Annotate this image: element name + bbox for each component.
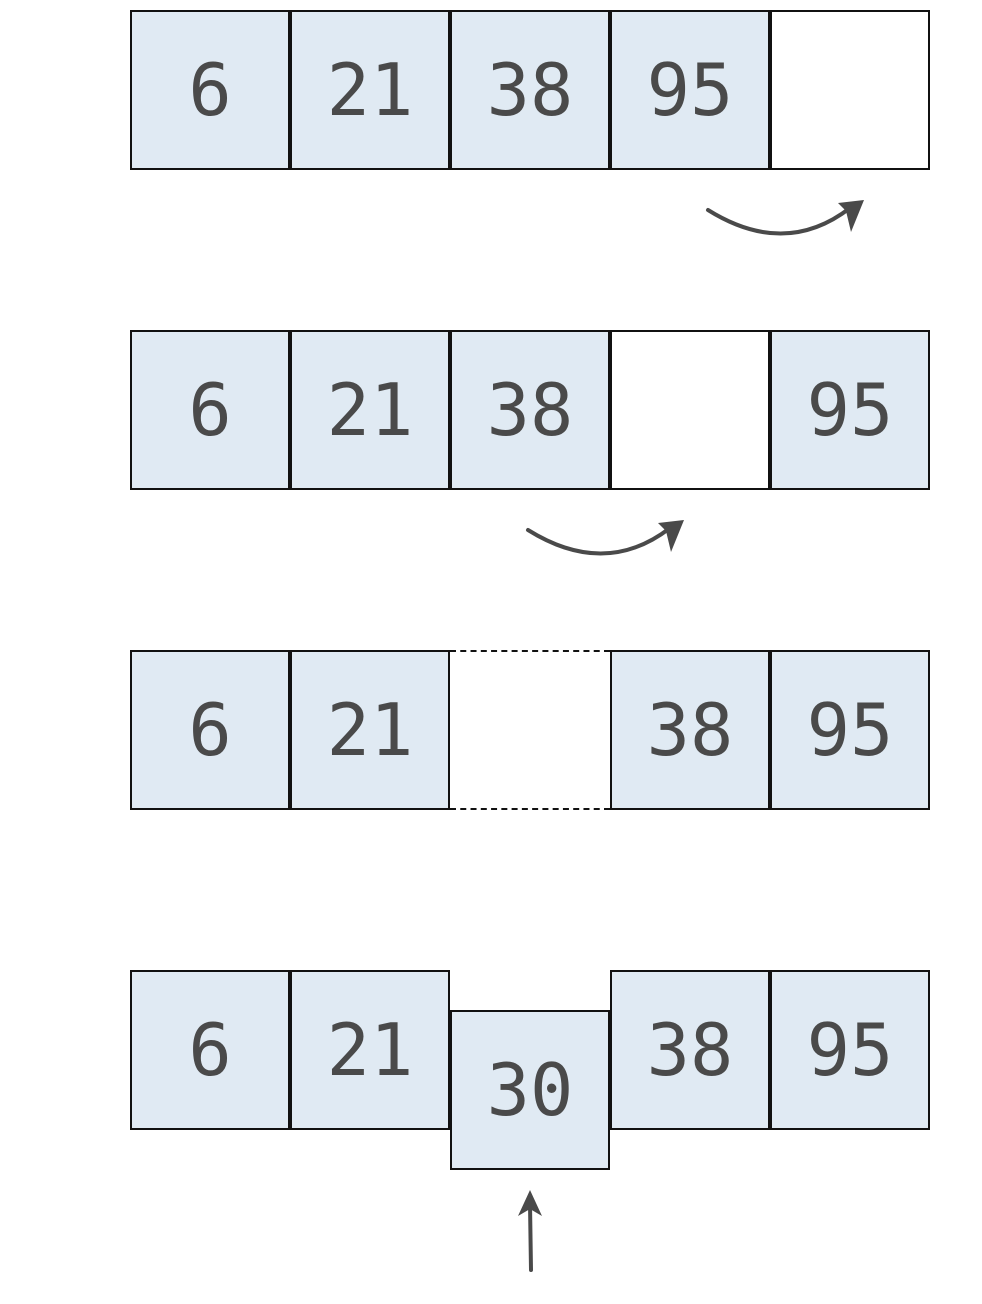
array-cell: 38 — [610, 970, 770, 1130]
array-cell: 95 — [610, 10, 770, 170]
array-cell: 21 — [290, 330, 450, 490]
inserted-cell: 30 — [450, 1010, 610, 1170]
array-cell: 21 — [290, 10, 450, 170]
empty-cell — [610, 330, 770, 490]
array-cell: 95 — [770, 970, 930, 1130]
array-cell: 6 — [130, 330, 290, 490]
array-cell: 21 — [290, 970, 450, 1130]
array-cell: 6 — [130, 10, 290, 170]
array-cell: 6 — [130, 650, 290, 810]
up-arrow-icon — [518, 1190, 542, 1272]
array-cell: 21 — [290, 650, 450, 810]
gap-cell — [450, 650, 610, 810]
array-cell: 95 — [770, 330, 930, 490]
array-cell: 38 — [450, 10, 610, 170]
empty-cell — [770, 10, 930, 170]
array-cell: 38 — [450, 330, 610, 490]
array-cell: 38 — [610, 650, 770, 810]
curved-right-arrow-icon — [526, 520, 684, 556]
curved-right-arrow-icon — [706, 200, 864, 236]
array-cell: 6 — [130, 970, 290, 1130]
array-cell: 95 — [770, 650, 930, 810]
